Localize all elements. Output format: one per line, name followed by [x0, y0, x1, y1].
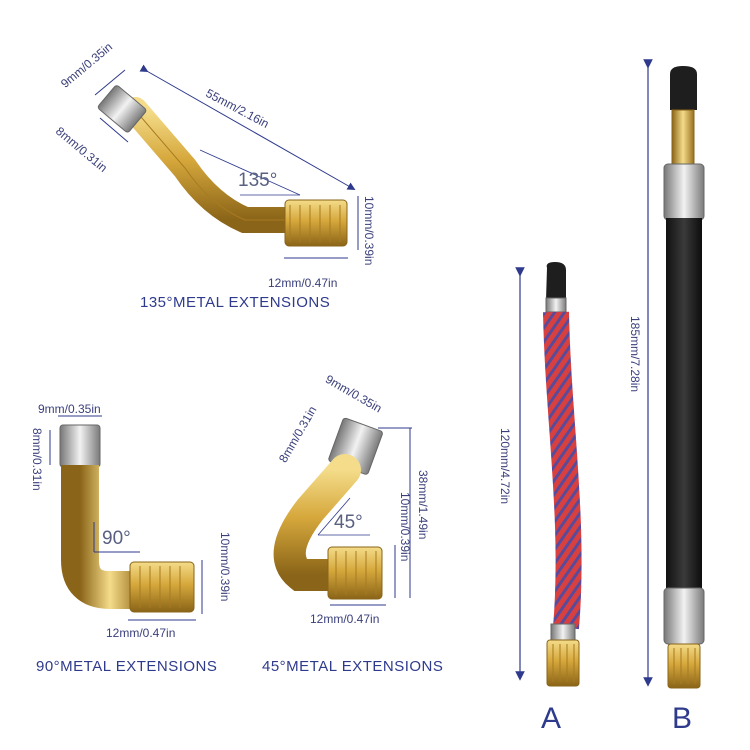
- dim-45-length: 38mm/1.49in: [416, 470, 430, 540]
- angle-45-label: 45°: [334, 512, 363, 533]
- dim-90-base-width: 12mm/0.47in: [106, 626, 176, 640]
- dim-135-base-height: 10mm/0.39in: [362, 196, 376, 266]
- dim-90-base-height: 10mm/0.39in: [218, 532, 232, 602]
- dim-135-base-width: 12mm/0.47in: [268, 276, 338, 290]
- caption-135-metal-extensions: 135°METAL EXTENSIONS: [140, 294, 331, 311]
- label-a: A: [541, 702, 562, 735]
- dim-hose-b-length: 185mm/7.28in: [628, 316, 642, 393]
- extension-45: [273, 417, 412, 606]
- angle-135-label: 135°: [238, 170, 278, 191]
- extension-90: [49, 415, 203, 621]
- dim-45-base-height: 10mm/0.39in: [398, 492, 412, 562]
- hose-b: [643, 59, 705, 689]
- angle-90-label: 90°: [102, 528, 131, 549]
- hose-a: [515, 262, 582, 687]
- label-b: B: [672, 702, 693, 735]
- dim-hose-a-length: 120mm/4.72in: [498, 428, 512, 505]
- extension-135: [94, 64, 359, 259]
- dim-90-nut-width: 9mm/0.35in: [38, 402, 101, 416]
- caption-45-metal-extensions: 45°METAL EXTENSIONS: [262, 658, 444, 675]
- dim-45-base-width: 12mm/0.47in: [310, 612, 380, 626]
- caption-90-metal-extensions: 90°METAL EXTENSIONS: [36, 658, 218, 675]
- dim-90-thread-width: 8mm/0.31in: [30, 428, 44, 491]
